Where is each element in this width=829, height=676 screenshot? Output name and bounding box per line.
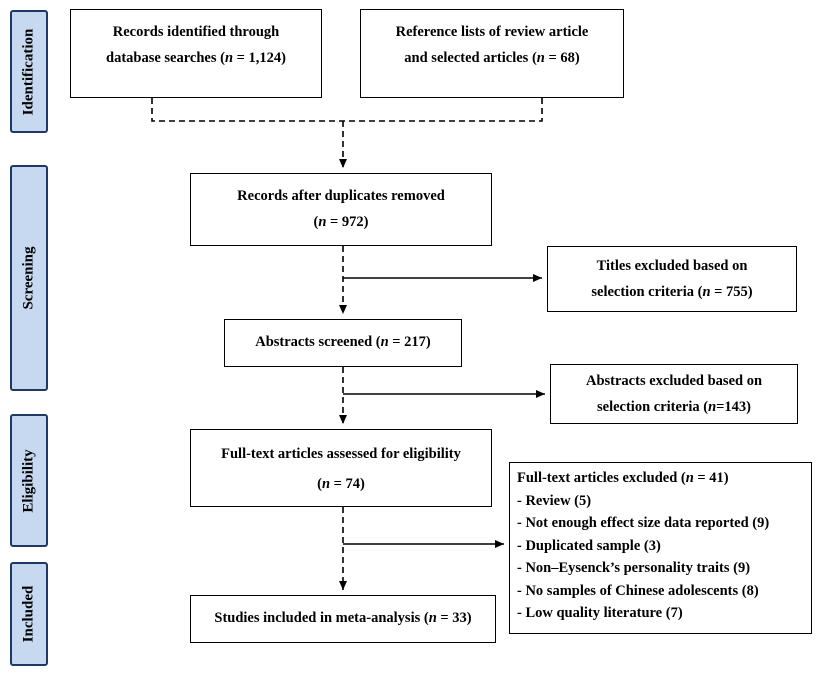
exclusion-reason: - Review (5) [517,492,592,509]
phase-identification-label: Identification [20,28,37,115]
box-fulltext-assessed: Full-text articles assessed for eligibil… [190,429,492,507]
box-duplicates-removed: Records after duplicates removed (n = 97… [190,173,492,246]
phase-included: Included [10,562,48,666]
box-titles-excluded: Titles excluded based on selection crite… [547,246,797,312]
box-abstracts-screened: Abstracts screened (n = 217) [224,319,462,367]
exclusion-reason: - No samples of Chinese adolescents (8) [517,582,759,599]
phase-eligibility-label: Eligibility [20,448,37,513]
fulltext-excluded-title: Full-text articles excluded (n = 41) [517,470,729,486]
phase-screening-label: Screening [20,246,37,310]
phase-screening: Screening [10,165,48,391]
merge-connector [151,98,543,122]
phase-identification: Identification [10,10,48,133]
phase-eligibility: Eligibility [10,414,48,547]
box-abstracts-excluded: Abstracts excluded based on selection cr… [550,364,798,424]
phase-included-label: Included [20,585,37,643]
box-fulltext-excluded: Full-text articles excluded (n = 41) - R… [509,462,812,634]
exclusion-reason: - Duplicated sample (3) [517,537,661,554]
exclusion-reason: - Non–Eysenck’s personality traits (9) [517,560,751,576]
box-reference-lists: Reference lists of review article and se… [360,9,624,98]
box-database-searches: Records identified through database sear… [70,9,322,98]
box-included-studies: Studies included in meta-analysis (n = 3… [190,595,496,643]
exclusion-reason: - Not enough effect size data reported (… [517,515,770,531]
exclusion-reason: - Low quality literature (7) [517,605,683,621]
